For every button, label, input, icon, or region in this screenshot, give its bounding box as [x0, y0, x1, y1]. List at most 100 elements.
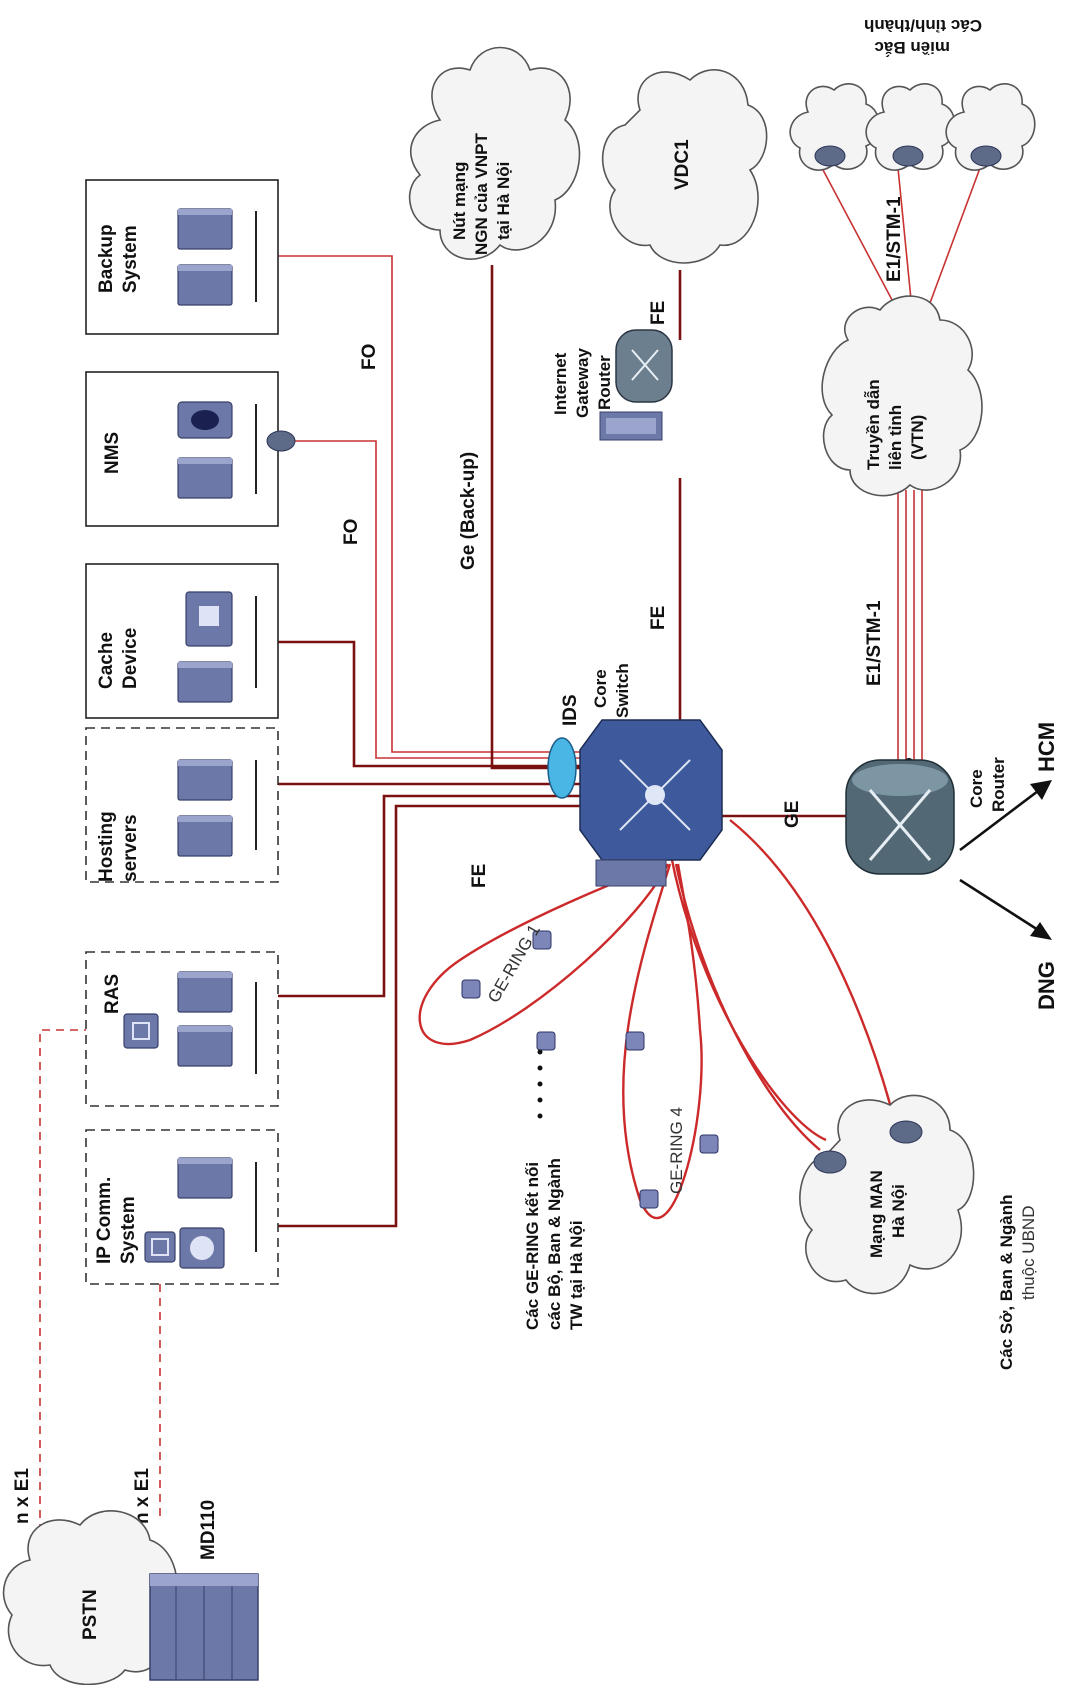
hcm-label: HCM	[1034, 722, 1059, 772]
backup-label-2: System	[120, 225, 141, 293]
ge-ring-1-label: GE-RING 1	[484, 921, 544, 1006]
ge-rings: GE-RING 1 GE-RING 4 Các GE-RING kết nối …	[418, 862, 821, 1330]
core-switch-label-2: Switch	[613, 663, 632, 718]
links	[39, 167, 1052, 1532]
ring-desc-line2: các Bộ, Ban & Ngành	[545, 1158, 564, 1330]
gateway-label-1: Internet	[551, 352, 570, 415]
core-router[interactable]: Core Router	[845, 757, 1008, 875]
ge-ring-4	[622, 863, 703, 1220]
nms-box[interactable]: NMS	[85, 371, 296, 527]
core-switch-label-1: Core	[591, 669, 610, 708]
north-label-2: miền Bắc	[874, 38, 950, 57]
vtn-cloud[interactable]: Truyền dẫn liên tỉnh (VTN)	[821, 295, 983, 497]
ngn-link	[490, 265, 604, 770]
ring1-node-1	[532, 930, 552, 950]
ipcomm-label-2: System	[118, 1196, 139, 1264]
north-label-1: Các tỉnh/thành	[864, 16, 982, 35]
gateway-router[interactable]: Internet Gateway Router	[551, 329, 673, 441]
north-router-icon-3	[970, 145, 1002, 167]
ipcomm-box[interactable]: IP Comm. System	[85, 1129, 279, 1285]
ring-desc-line1: Các GE-RING kết nối	[523, 1162, 542, 1330]
ngn-label-1: Nút mạng	[450, 162, 469, 240]
man-label-1: Mạng MAN	[867, 1170, 886, 1258]
vdc1-label: VDC1	[672, 139, 693, 190]
hosting-box[interactable]: Hosting servers	[85, 727, 279, 883]
core-router-label-2: Router	[989, 757, 1008, 812]
man-cloud[interactable]: Mạng MAN Hà Nội Các Sở, Ban & Ngành thuộ…	[799, 1094, 1038, 1370]
ring4-node-1	[625, 1031, 645, 1051]
nxe1-label-2: n x E1	[132, 1468, 153, 1524]
ge-core-label: GE	[782, 801, 803, 828]
man-label-2: Hà Nội	[889, 1184, 908, 1238]
vdc1-cloud[interactable]: VDC1	[601, 69, 768, 264]
north-cloud-2[interactable]	[865, 83, 956, 171]
ring4-node-3	[639, 1189, 659, 1209]
ngn-label-3: tại Hà Nội	[494, 162, 513, 240]
backup-link	[256, 255, 640, 753]
pstn-cloud[interactable]: PSTN	[2, 1510, 178, 1686]
ge-ring-man-a	[674, 863, 821, 1151]
gateway-label-3: Router	[595, 355, 614, 410]
ring-dots	[537, 1049, 543, 1119]
nxe1-label-1: n x E1	[12, 1468, 33, 1524]
ring1-node-3	[536, 1031, 556, 1051]
core-switch[interactable]: IDS Core Switch	[547, 663, 723, 887]
dng-arrowhead	[1030, 922, 1052, 940]
ras-box[interactable]: RAS	[85, 951, 279, 1107]
man-router-icon-2	[889, 1120, 923, 1144]
cache-link	[256, 640, 640, 768]
ipcomm-label-1: IP Comm.	[94, 1177, 115, 1264]
ngn-label-2: NGN của VNPT	[472, 133, 491, 255]
nms-label: NMS	[102, 432, 123, 474]
backup-label-1: Backup	[96, 224, 117, 293]
pstn-label: PSTN	[80, 1589, 101, 1640]
north-router-icon-1	[814, 145, 846, 167]
md110-device[interactable]: MD110	[149, 1500, 259, 1681]
gateway-label-2: Gateway	[573, 348, 592, 418]
ge-backup-label: Ge (Back-up)	[458, 452, 479, 570]
cache-label-2: Device	[120, 628, 141, 689]
hosting-label-1: Hosting	[96, 811, 117, 882]
ras-link	[256, 794, 640, 998]
ipcomm-link	[256, 804, 640, 1228]
ngn-cloud[interactable]: Nút mạng NGN của VNPT tại Hà Nội	[408, 46, 581, 260]
ge-ring-1	[418, 862, 670, 1046]
ge-ring-4-label: GE-RING 4	[667, 1107, 686, 1194]
north-router-icon-2	[892, 145, 924, 167]
vtn-label-3: (VTN)	[908, 415, 927, 460]
north-clouds[interactable]: Các tỉnh/thành miền Bắc	[789, 16, 1036, 171]
north-cloud-1[interactable]	[789, 83, 880, 171]
ras-label: RAS	[102, 974, 123, 1014]
man-router-icon-1	[813, 1150, 847, 1174]
vtn-label-1: Truyền dẫn	[864, 379, 883, 470]
fo-label-2: FO	[341, 519, 362, 545]
vtn-label-2: liên tỉnh	[886, 405, 905, 470]
hosting-label-2: servers	[120, 814, 141, 882]
ubnd-label-normal: thuộc UBND	[1019, 1206, 1038, 1300]
cache-label-1: Cache	[96, 632, 117, 689]
fe-vdc-label: FE	[648, 301, 669, 325]
core-router-label-1: Core	[967, 769, 986, 808]
fe-gw-label: FE	[648, 606, 669, 630]
backup-box[interactable]: Backup System	[85, 179, 279, 335]
fo-label-1: FO	[359, 344, 380, 370]
hcm-arrow-line	[959, 783, 1047, 852]
ids-icon	[547, 737, 577, 799]
ids-label: IDS	[560, 694, 581, 726]
ring-desc-line3: TW tại Hà Nội	[567, 1220, 586, 1330]
dng-label: DNG	[1034, 961, 1059, 1010]
ring1-node-2	[461, 979, 481, 999]
md110-label: MD110	[198, 1500, 219, 1560]
cache-box[interactable]: Cache Device	[85, 563, 279, 719]
e1stm-core-label: E1/STM-1	[864, 600, 885, 686]
nms-router-icon	[266, 430, 296, 452]
ubnd-label-bold: Các Sở, Ban & Ngành	[997, 1194, 1016, 1370]
core-switch-module	[595, 859, 667, 887]
ring4-node-2	[699, 1134, 719, 1154]
nms-link	[256, 440, 640, 759]
e1stm-north-label: E1/STM-1	[884, 196, 905, 282]
fe-core-label: FE	[469, 864, 490, 888]
hcm-arrowhead	[1030, 780, 1052, 800]
north-cloud-3[interactable]	[945, 83, 1036, 171]
